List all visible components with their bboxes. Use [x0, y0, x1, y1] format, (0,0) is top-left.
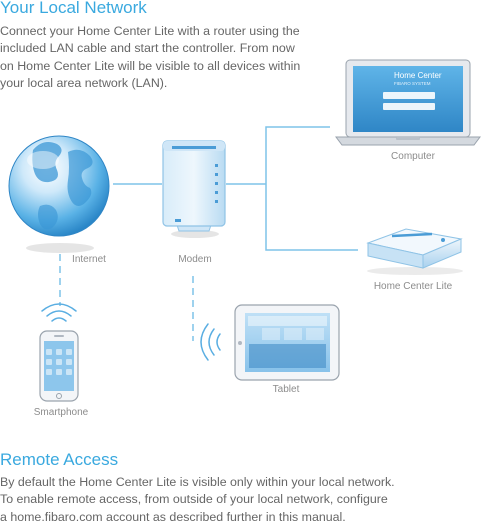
smartphone-icon [39, 330, 79, 402]
home-center-lite-label: Home Center Lite [373, 281, 453, 292]
smartphone-wifi-icon [41, 303, 77, 322]
internet-label: Internet [72, 254, 106, 265]
computer-icon: Home Center FIBARO SYSTEM [335, 59, 481, 146]
remote-line-3: a home.fibaro.com account as described f… [0, 509, 346, 524]
computer-screen-title: Home Center [394, 71, 442, 80]
smartphone-label: Smartphone [33, 407, 89, 418]
tablet-icon [234, 304, 340, 381]
local-network-description: Connect your Home Center Lite with a rou… [0, 23, 300, 92]
local-line-4: your local area network (LAN). [0, 75, 168, 90]
home-center-lite-icon [366, 228, 463, 275]
local-line-2: included LAN cable and start the control… [0, 41, 295, 56]
remote-line-1: By default the Home Center Lite is visib… [0, 475, 395, 489]
remote-access-description: By default the Home Center Lite is visib… [0, 474, 395, 526]
remote-access-heading: Remote Access [0, 450, 119, 469]
computer-label: Computer [391, 151, 435, 162]
modem-icon [162, 140, 226, 238]
local-network-heading: Your Local Network [0, 0, 147, 17]
tablet-label: Tablet [272, 384, 300, 395]
local-line-3: on Home Center Lite will be visible to a… [0, 58, 301, 73]
modem-label: Modem [178, 254, 212, 265]
remote-line-2: To enable remote access, from outside of… [0, 492, 388, 507]
local-line-1: Connect your Home Center Lite with a rou… [0, 24, 300, 38]
tablet-wifi-icon [200, 323, 221, 361]
connection-lines [59, 126, 358, 341]
lan-bus [265, 126, 358, 251]
globe-icon [8, 135, 110, 253]
computer-screen-subtitle: FIBARO SYSTEM [394, 81, 431, 86]
